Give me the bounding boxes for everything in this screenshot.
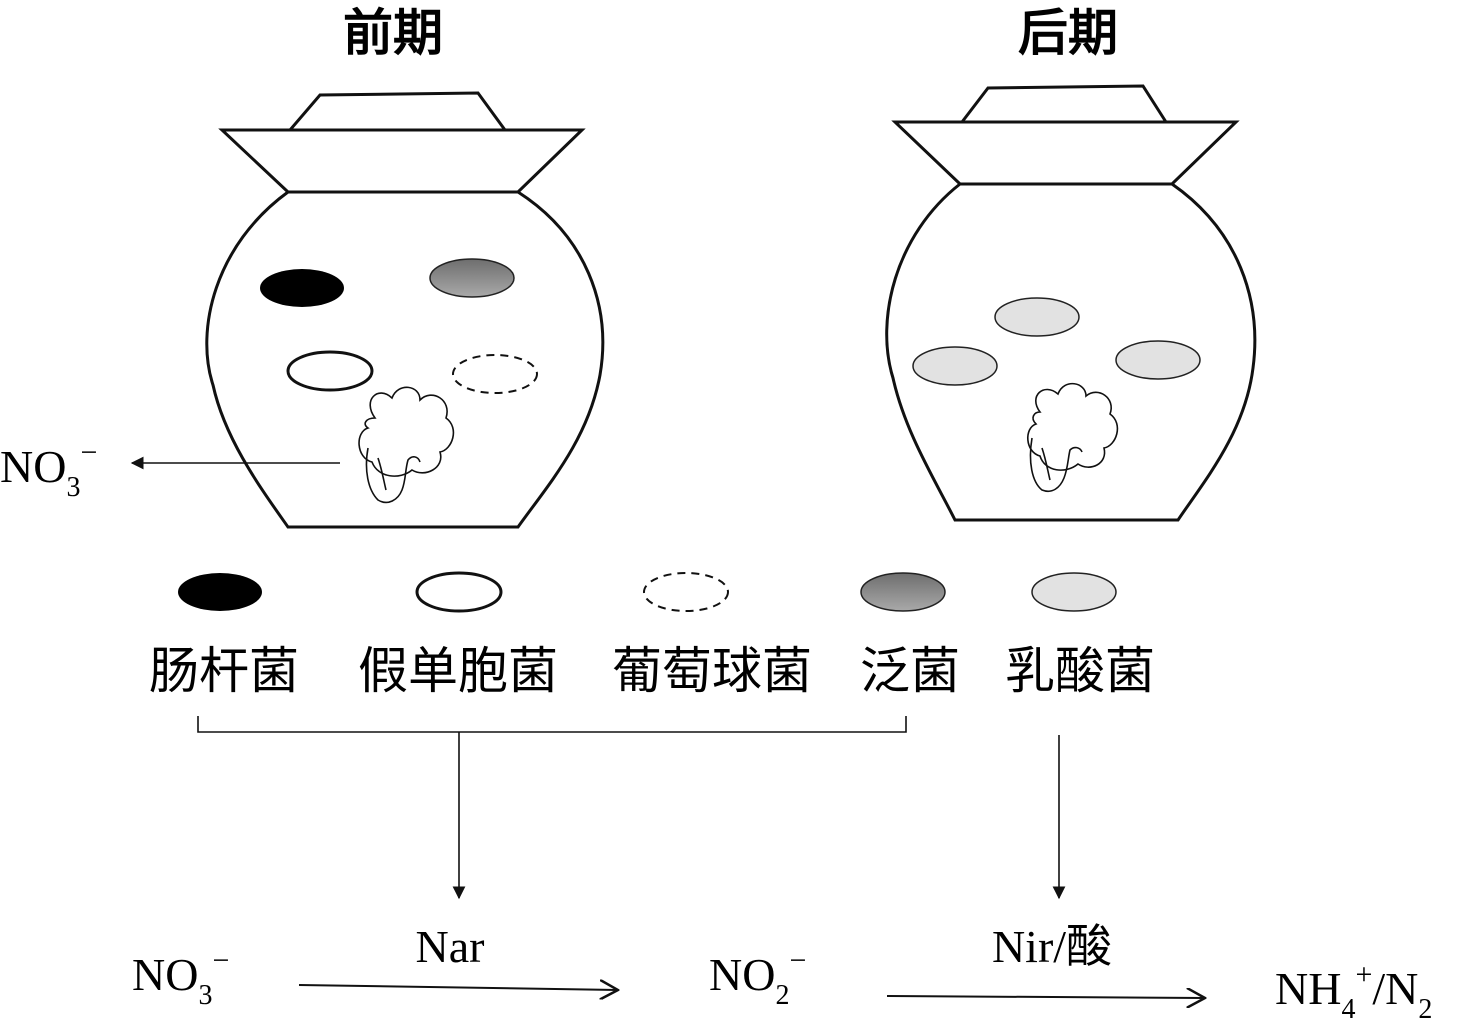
bacteria-pseudomonas (286, 350, 374, 392)
legend-swatch-enterobacter (178, 573, 262, 611)
vegetable-early (358, 386, 455, 504)
jar-early-lid-knob (288, 91, 507, 131)
enzyme-nir-acid: Nir/酸 (992, 921, 1112, 972)
legend-label-pantoea: 泛菌 (860, 642, 960, 700)
legend-label-enterobacter: 肠杆菌 (149, 642, 299, 700)
legend-label-pseudomonas: 假单胞菌 (358, 642, 558, 700)
group-bracket (197, 716, 907, 733)
jar-early-lid (218, 128, 586, 194)
jar-late-lid-knob (960, 84, 1168, 123)
jar-late-lid (891, 120, 1240, 186)
legend-swatch-lactobacillus (1031, 572, 1117, 612)
legend: 肠杆菌 假单胞菌 葡萄球菌 泛菌 乳酸菌 (149, 571, 1155, 700)
legend-label-staphylococcus: 葡萄球菌 (612, 642, 812, 700)
reaction-arrow-2 (886, 996, 1205, 998)
jar-early (205, 91, 605, 529)
jar-late (885, 84, 1257, 522)
bacteria-lactobacillus-2 (912, 346, 998, 386)
bacteria-lactobacillus-3 (1115, 340, 1201, 380)
pathway-nitrite: NO2− (709, 944, 806, 1011)
bacteria-lactobacillus-1 (994, 297, 1080, 337)
title-early: 前期 (343, 3, 443, 62)
enzyme-nar: Nar (416, 921, 485, 972)
reaction-arrow-1 (298, 985, 618, 990)
jar-early-body (205, 190, 605, 529)
legend-label-lactobacillus: 乳酸菌 (1005, 642, 1155, 700)
bacteria-enterobacter (260, 269, 344, 307)
pathway-products: NH4+/N2 (1275, 958, 1432, 1022)
bacteria-pantoea (429, 258, 515, 298)
bacteria-staphylococcus (452, 354, 538, 394)
vegetable-late (1027, 382, 1119, 493)
legend-swatch-pseudomonas (415, 571, 503, 613)
jar-late-body (885, 182, 1257, 522)
pathway-nitrate: NO3− (132, 944, 229, 1011)
legend-swatch-pantoea (860, 572, 946, 612)
left-nitrate-label: NO3− (0, 436, 97, 503)
legend-swatch-staphylococcus (643, 572, 729, 612)
title-late: 后期 (1018, 3, 1118, 62)
